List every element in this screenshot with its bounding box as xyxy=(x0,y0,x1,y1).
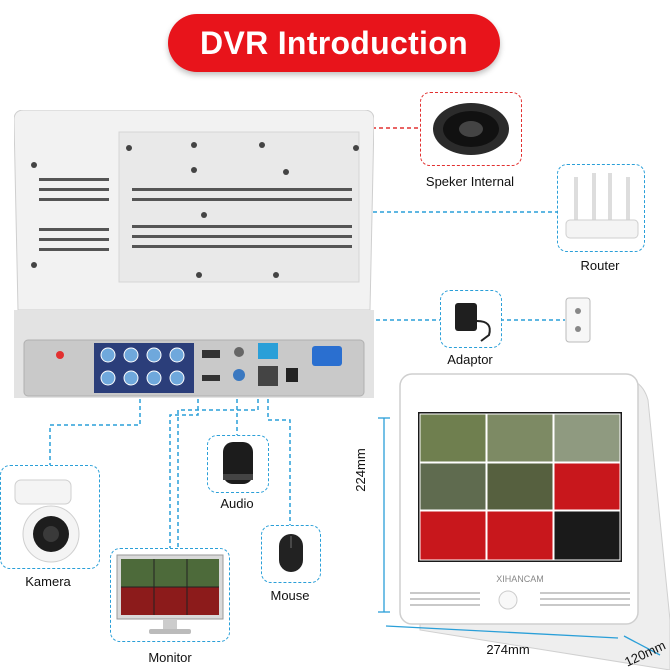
wall-socket-icon xyxy=(565,297,591,343)
monitor-hdmi-line xyxy=(169,392,199,548)
speaker-box xyxy=(420,92,522,166)
audio-box xyxy=(207,435,269,493)
camera-label: Kamera xyxy=(25,574,71,589)
adaptor-box xyxy=(440,290,502,348)
mouse-label: Mouse xyxy=(270,588,310,603)
mouse-box xyxy=(261,525,321,583)
router-label: Router xyxy=(580,258,620,273)
monitor-box xyxy=(110,548,230,642)
title-banner: DVR Introduction xyxy=(168,14,500,72)
screen-brand: XIHANCAM xyxy=(496,574,544,584)
camera-icon xyxy=(14,479,80,563)
monitor-vga-line xyxy=(177,392,259,548)
camera-box xyxy=(0,465,100,569)
dvr-monitor-product: XIHANCAM xyxy=(399,373,670,670)
adaptor-label: Adaptor xyxy=(447,352,493,367)
smart-speaker-icon xyxy=(223,442,253,484)
speaker-label: Speker Internal xyxy=(425,174,515,189)
speaker-icon xyxy=(433,103,509,155)
width-dimension: 274mm xyxy=(486,642,530,657)
audio-label: Audio xyxy=(220,496,254,511)
page-title: DVR Introduction xyxy=(200,24,468,61)
dimension-lines xyxy=(378,417,661,656)
router-box xyxy=(557,164,645,252)
mouse-line xyxy=(267,392,291,525)
dvr-back-panel xyxy=(14,110,374,398)
mouse-icon xyxy=(279,534,303,572)
router-icon xyxy=(565,173,639,239)
monitor-label: Monitor xyxy=(148,650,192,665)
monitor-icon xyxy=(116,554,224,634)
height-dimension: 224mm xyxy=(353,448,368,492)
power-adaptor-icon xyxy=(455,303,491,342)
camera-line xyxy=(49,392,141,468)
